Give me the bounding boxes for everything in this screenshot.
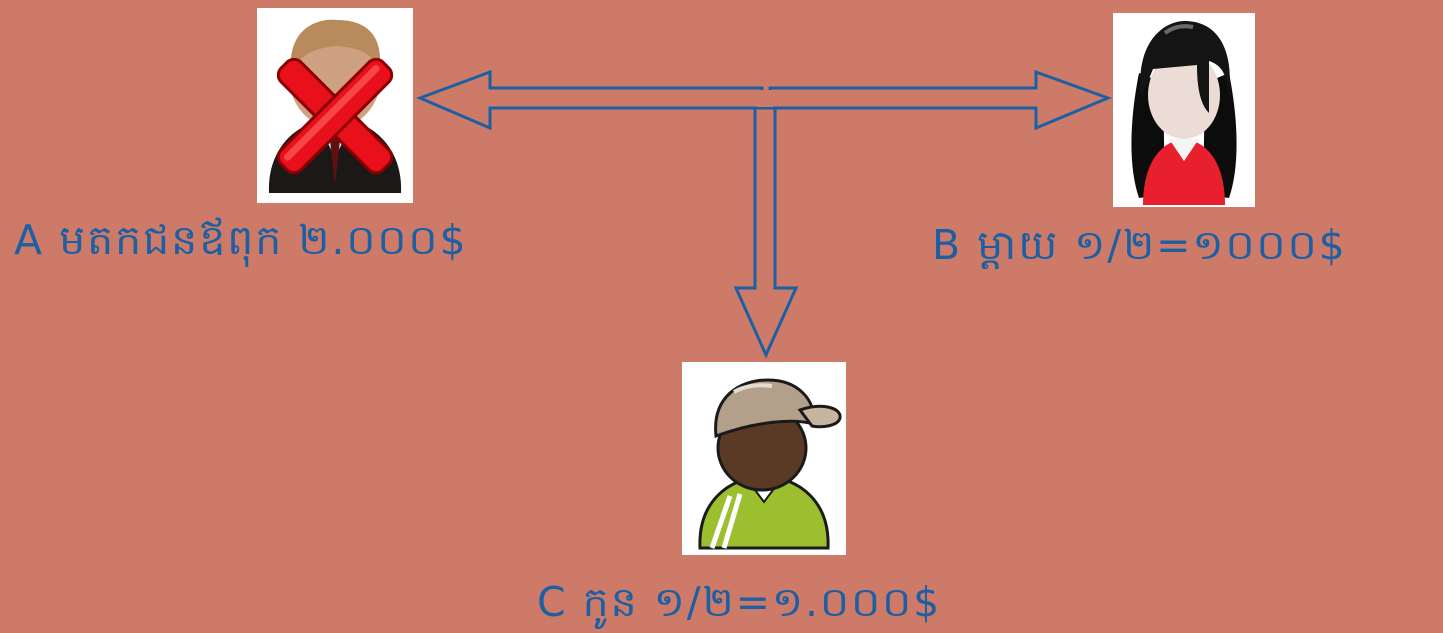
arrow-right-mother: [768, 69, 1113, 131]
arrow-down-child: [733, 106, 799, 359]
woman-icon: [1131, 21, 1237, 205]
boy-with-cap-icon: [698, 378, 842, 550]
child-label: C កូន ១/២=១.០០០$: [537, 578, 942, 626]
father-label: A មតកជនឪពុក ២.០០០$: [14, 216, 468, 264]
arrow-left-father: [415, 69, 764, 131]
child-card: [682, 362, 846, 555]
father-card: [257, 8, 413, 203]
deceased-man-icon: [268, 19, 402, 193]
mother-label: B ម្ដាយ ១/២=១០០០$: [932, 221, 1347, 269]
mother-card: [1113, 13, 1255, 207]
